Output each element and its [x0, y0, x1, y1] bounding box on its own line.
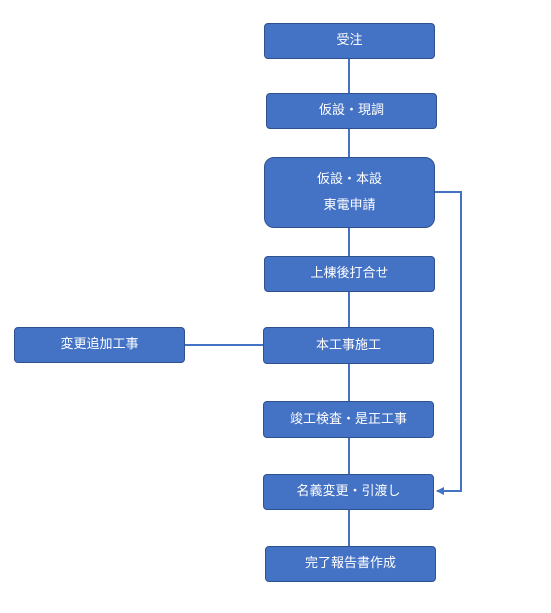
step-label: 上棟後打合せ — [310, 266, 389, 281]
step-label-line2: 東電申請 — [323, 197, 376, 213]
step-temp-survey[interactable]: 仮設・現調 — [266, 93, 437, 129]
step-label-line1: 仮設・本設 — [316, 171, 382, 187]
step-main-work[interactable]: 本工事施工 — [263, 327, 434, 364]
step-label: 変更追加工事 — [60, 337, 139, 352]
step-completion-report[interactable]: 完了報告書作成 — [265, 546, 436, 582]
step-framing-meeting[interactable]: 上棟後打合せ — [264, 256, 435, 292]
step-label: 名義変更・引渡し — [296, 484, 401, 499]
step-label: 本工事施工 — [315, 337, 381, 353]
step-order-received[interactable]: 受注 — [264, 23, 435, 59]
step-label: 仮設・現調 — [318, 103, 384, 118]
bypass-arrow — [435, 191, 462, 495]
step-label: 竣工検査・是正工事 — [289, 411, 407, 427]
step-handover[interactable]: 名義変更・引渡し — [263, 474, 434, 510]
step-temp-main-application[interactable]: 仮設・本設 東電申請 — [264, 157, 435, 228]
step-label: 完了報告書作成 — [304, 556, 396, 571]
step-change-additional-work[interactable]: 変更追加工事 — [14, 327, 185, 363]
step-inspection[interactable]: 竣工検査・是正工事 — [263, 401, 434, 438]
step-label: 受注 — [336, 33, 363, 48]
